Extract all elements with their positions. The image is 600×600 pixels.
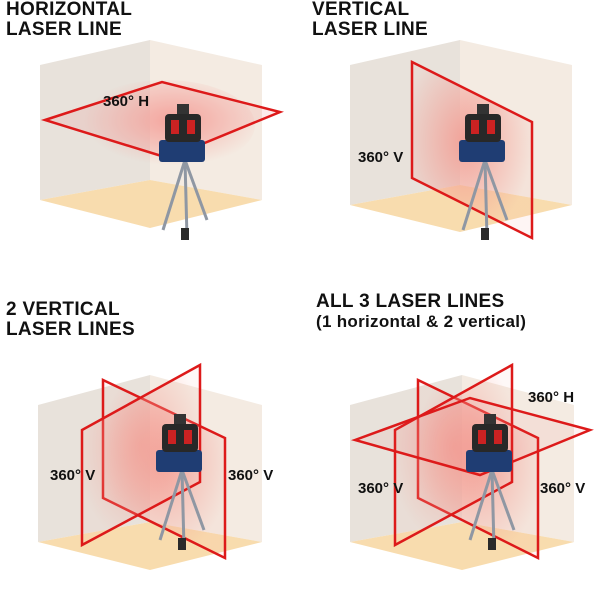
panel-vertical: VERTICAL LASER LINE 360° V xyxy=(300,0,600,300)
laser-level-device xyxy=(459,104,509,240)
panel-all-three: ALL 3 LASER LINES (1 horizontal & 2 vert… xyxy=(300,292,600,600)
laser-level-device xyxy=(159,104,209,240)
label-360-v: 360° V xyxy=(358,149,403,166)
label-360-h: 360° H xyxy=(528,389,574,406)
label-360-v-right: 360° V xyxy=(540,480,585,497)
room-diagram: 360° V xyxy=(350,40,572,241)
title-line-2: LASER LINE xyxy=(6,19,122,40)
laser-plane-horizontal xyxy=(40,80,284,160)
title-line-1: VERTICAL xyxy=(312,0,410,20)
panel-two-vertical: 2 VERTICAL LASER LINES 360° V 360° V xyxy=(0,300,300,600)
panel-title: VERTICAL LASER LINE xyxy=(312,0,428,40)
panel-horizontal: HORIZONTAL LASER LINE 360° H xyxy=(0,0,300,300)
room-diagram: 360° V 360° V xyxy=(38,362,273,570)
title-line-2: LASER LINES xyxy=(6,319,135,340)
label-360-v-right: 360° V xyxy=(228,467,273,484)
title-line-1: HORIZONTAL xyxy=(6,0,133,20)
panel-title: HORIZONTAL LASER LINE xyxy=(6,0,132,40)
room-diagram: 360° H xyxy=(40,40,284,240)
title-line-2: (1 horizontal & 2 vertical) xyxy=(316,312,527,331)
title-line-1: 2 VERTICAL xyxy=(6,299,120,320)
laser-level-device xyxy=(156,414,206,550)
panel-title: 2 VERTICAL LASER LINES xyxy=(6,300,135,340)
title-line-1: ALL 3 LASER LINES xyxy=(316,291,505,312)
laser-level-device xyxy=(466,414,516,550)
label-360-v-left: 360° V xyxy=(358,480,403,497)
panel-title: ALL 3 LASER LINES (1 horizontal & 2 vert… xyxy=(316,292,526,332)
floor xyxy=(40,180,262,228)
label-360-v-left: 360° V xyxy=(50,467,95,484)
room-diagram: 360° H 360° V 360° V xyxy=(350,362,594,570)
label-360-h: 360° H xyxy=(103,93,149,110)
laser-plane-vertical-2 xyxy=(393,362,514,548)
title-line-2: LASER LINE xyxy=(312,19,428,40)
laser-plane-vertical-2 xyxy=(80,362,202,548)
